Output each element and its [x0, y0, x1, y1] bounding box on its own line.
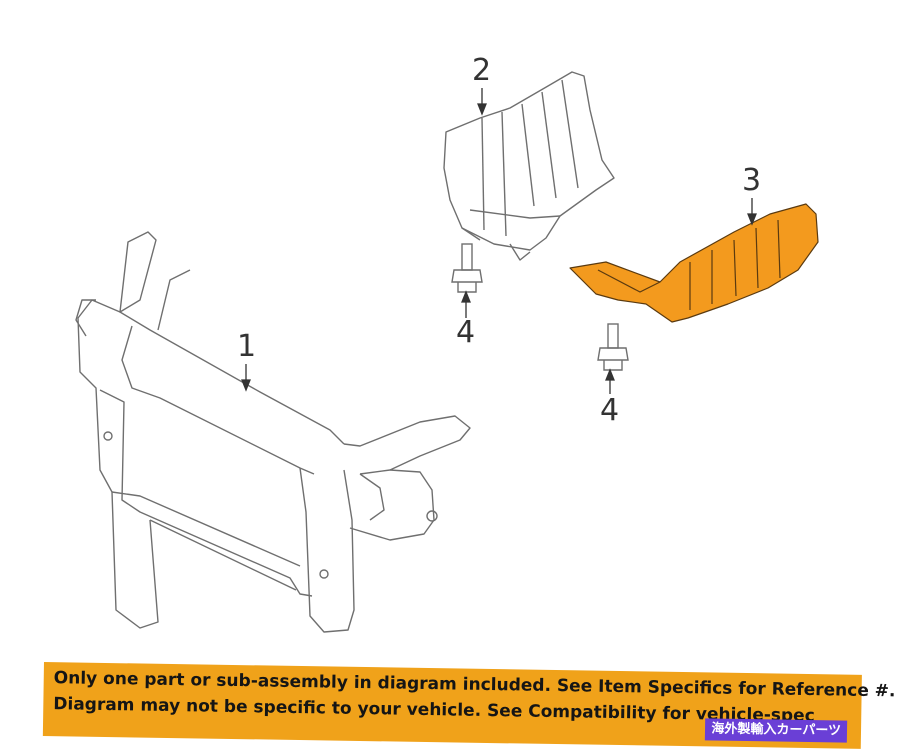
parts-diagram	[75, 71, 819, 633]
callout-3: 3	[742, 163, 762, 198]
disclaimer-line-2: Diagram may not be specific to your vehi…	[53, 694, 815, 727]
callout-1: 1	[237, 329, 257, 364]
leader-arrows	[241, 88, 757, 394]
radiator-support-frame	[75, 231, 471, 633]
bolt-left	[451, 243, 483, 293]
disclaimer-banner: Only one part or sub-assembly in diagram…	[42, 662, 896, 749]
bolt-right	[597, 323, 629, 371]
callout-2: 2	[472, 53, 492, 88]
shop-badge: 海外製輸入カーパーツ	[705, 718, 848, 743]
air-guide-upper	[443, 71, 615, 261]
callout-4-left: 4	[456, 315, 476, 350]
air-guide-highlighted	[569, 203, 819, 323]
callout-4-right: 4	[600, 393, 620, 428]
